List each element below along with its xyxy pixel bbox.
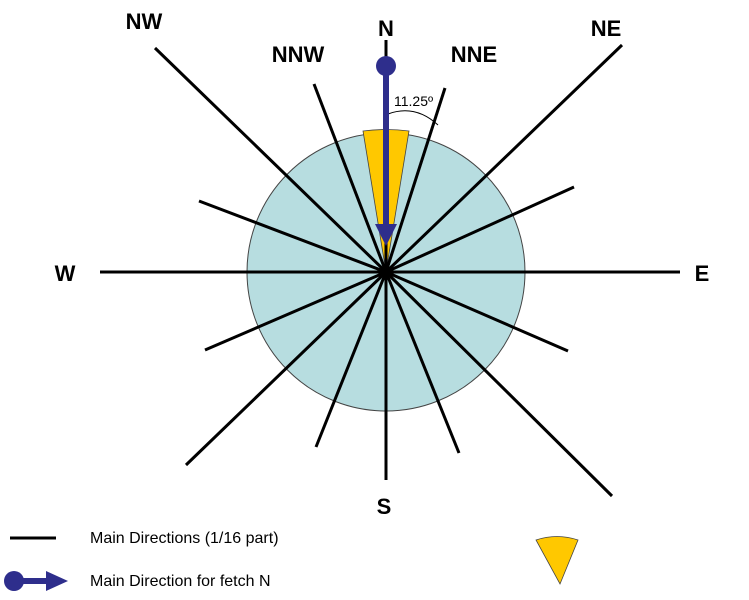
fetch-arrow	[375, 56, 397, 246]
direction-lines	[100, 40, 680, 498]
label-w: W	[55, 261, 76, 286]
line-nw	[153, 46, 388, 274]
line-sw	[184, 270, 388, 467]
line-nnw	[312, 83, 388, 273]
legend: Main Directions (1/16 part) Main Directi…	[4, 530, 579, 591]
angle-annotation: 11.25º	[394, 93, 433, 109]
label-nne: NNE	[451, 42, 497, 67]
angle-arc	[387, 110, 439, 126]
label-nnw: NNW	[272, 42, 325, 67]
line-ne	[384, 43, 624, 274]
legend-arrow-label: Main Direction for fetch N	[90, 573, 271, 590]
line-sse	[384, 271, 461, 454]
legend-arrow-icon	[4, 571, 68, 591]
legend-sector-icon	[535, 536, 579, 585]
line-wsw	[204, 270, 387, 352]
line-ene	[385, 185, 575, 274]
line-nne	[384, 87, 447, 273]
line-ssw	[314, 271, 388, 448]
line-wnw	[198, 199, 387, 274]
line-se	[384, 270, 614, 498]
line-ese	[385, 270, 569, 353]
label-e: E	[695, 261, 710, 286]
label-ne: NE	[591, 16, 622, 41]
legend-lines-label: Main Directions (1/16 part)	[90, 530, 279, 547]
label-s: S	[377, 494, 392, 519]
label-nw: NW	[126, 9, 163, 34]
label-n: N	[378, 16, 394, 41]
